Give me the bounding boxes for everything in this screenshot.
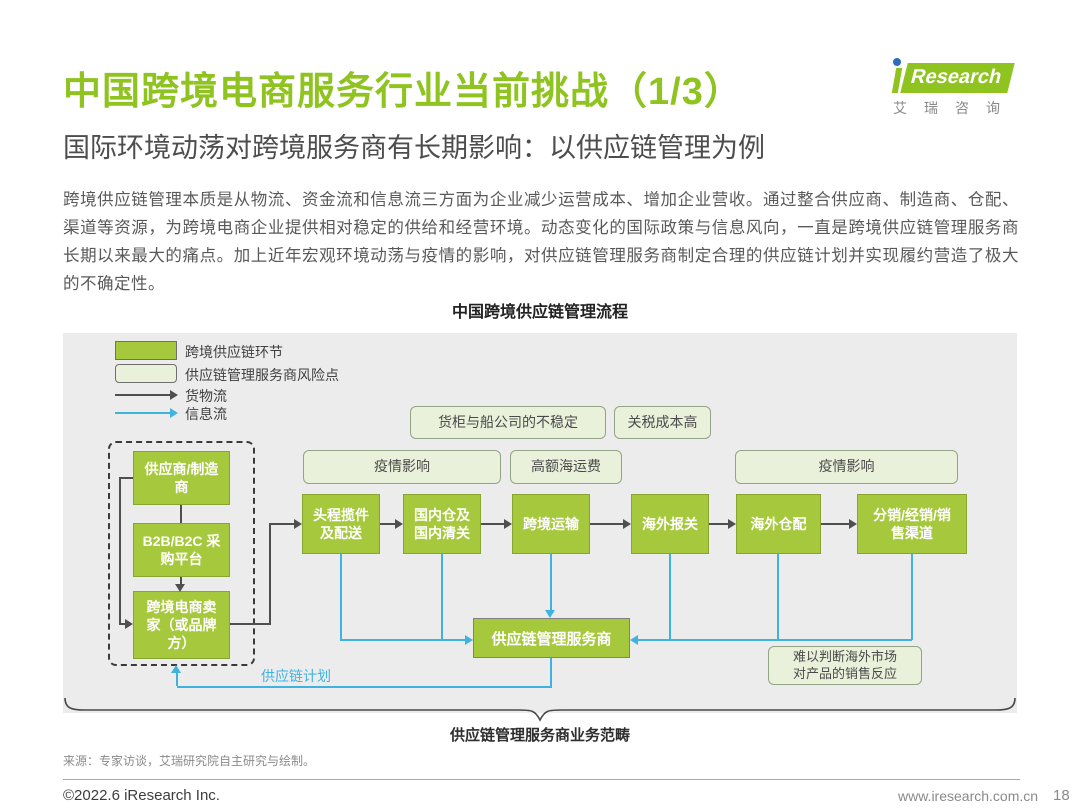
goods-flow-line bbox=[481, 523, 504, 525]
info-flow-line bbox=[638, 639, 912, 641]
goods-flow-line bbox=[119, 477, 121, 625]
info-flow-line bbox=[176, 672, 178, 686]
diagram-title: 中国跨境供应链管理流程 bbox=[451, 304, 628, 321]
page-title: 中国跨境电商服务行业当前挑战（1/3） bbox=[63, 71, 743, 113]
logo-i-dot-icon bbox=[893, 58, 901, 66]
seller-group-outline bbox=[108, 441, 255, 666]
info-flow-line bbox=[340, 554, 342, 640]
risk-overseas-market: 难以判断海外市场对产品的销售反应 bbox=[768, 646, 922, 685]
goods-flow-line bbox=[269, 523, 271, 625]
info-flow-line bbox=[777, 554, 779, 640]
info-flow-line bbox=[550, 658, 552, 688]
iresearch-logo: Research 艾瑞咨询 bbox=[891, 58, 1023, 118]
service-provider-box: 供应链管理服务商 bbox=[473, 618, 630, 658]
legend-label-chain: 跨境供应链环节 bbox=[185, 344, 283, 360]
flow-box-overseas-warehouse: 海外仓配 bbox=[736, 494, 821, 554]
legend-info-arrowhead-icon bbox=[170, 408, 178, 418]
page-number: 18 bbox=[1053, 787, 1070, 804]
info-flow-line bbox=[550, 554, 552, 611]
goods-flow-arrowhead-icon bbox=[125, 619, 133, 629]
legend-label-risk: 供应链管理服务商风险点 bbox=[185, 367, 339, 383]
goods-flow-arrowhead-icon bbox=[504, 519, 512, 529]
risk-pandemic-right: 疫情影响 bbox=[735, 450, 958, 484]
risk-pandemic-left: 疫情影响 bbox=[303, 450, 501, 484]
goods-flow-line bbox=[271, 523, 294, 525]
legend-goods-arrow-icon bbox=[115, 394, 170, 396]
goods-flow-line bbox=[590, 523, 623, 525]
legend-label-goods: 货物流 bbox=[185, 388, 227, 404]
info-flow-line bbox=[441, 554, 443, 640]
goods-flow-line bbox=[180, 577, 182, 584]
info-flow-line bbox=[177, 686, 551, 688]
legend-label-info: 信息流 bbox=[185, 406, 227, 422]
goods-flow-arrowhead-icon bbox=[175, 584, 185, 592]
flow-box-distribution: 分销/经销/销售渠道 bbox=[857, 494, 967, 554]
logo-caption: 艾瑞咨询 bbox=[893, 100, 1017, 116]
legend-swatch-risk bbox=[115, 364, 177, 383]
info-flow-arrowhead-icon bbox=[171, 665, 181, 673]
logo-i-icon bbox=[891, 58, 903, 93]
goods-flow-arrowhead-icon bbox=[728, 519, 736, 529]
page-subtitle: 国际环境动荡对跨境服务商有长期影响：以供应链管理为例 bbox=[63, 133, 765, 163]
legend-swatch-chain bbox=[115, 341, 177, 360]
goods-flow-line bbox=[230, 623, 271, 625]
risk-sea-freight: 高额海运费 bbox=[510, 450, 622, 484]
scope-brace-icon bbox=[64, 697, 1016, 722]
info-flow-line bbox=[669, 554, 671, 640]
logo-brand: Research bbox=[900, 63, 1015, 93]
info-flow-arrowhead-icon bbox=[545, 610, 555, 618]
info-flow-line bbox=[911, 554, 913, 640]
scope-label: 供应链管理服务商业务范畴 bbox=[449, 727, 630, 744]
flow-box-crossborder-transport: 跨境运输 bbox=[512, 494, 590, 554]
goods-flow-line bbox=[121, 623, 125, 625]
chain-box-platform: B2B/B2C 采购平台 bbox=[133, 523, 230, 577]
goods-flow-arrowhead-icon bbox=[849, 519, 857, 529]
info-flow-line bbox=[340, 639, 465, 641]
info-flow-arrowhead-icon bbox=[465, 635, 473, 645]
flow-box-domestic-warehouse: 国内仓及国内清关 bbox=[403, 494, 481, 554]
goods-flow-line bbox=[119, 477, 133, 479]
supply-plan-label: 供应链计划 bbox=[261, 668, 331, 684]
chain-box-supplier: 供应商/制造商 bbox=[133, 451, 230, 505]
footer-site-url: www.iresearch.com.cn bbox=[898, 788, 1039, 804]
intro-paragraph: 跨境供应链管理本质是从物流、资金流和信息流三方面为企业减少运营成本、增加企业营收… bbox=[63, 191, 1019, 293]
diagram-panel: 跨境供应链环节 供应链管理服务商风险点 货物流 信息流 货柜与船公司的不稳定 关… bbox=[63, 333, 1017, 713]
legend-goods-arrowhead-icon bbox=[170, 390, 178, 400]
goods-flow-line bbox=[709, 523, 728, 525]
goods-flow-arrowhead-icon bbox=[395, 519, 403, 529]
footer-divider bbox=[63, 779, 1020, 780]
goods-flow-line bbox=[180, 505, 182, 523]
footer-copyright: ©2022.6 iResearch Inc. bbox=[63, 787, 220, 804]
legend-info-arrow-icon bbox=[115, 412, 170, 414]
goods-flow-arrowhead-icon bbox=[294, 519, 302, 529]
chain-box-seller: 跨境电商卖家（或品牌方） bbox=[133, 591, 230, 659]
logo-mark: Research bbox=[891, 58, 1023, 93]
goods-flow-line bbox=[380, 523, 395, 525]
risk-tariff-cost: 关税成本高 bbox=[614, 406, 711, 439]
flow-box-overseas-customs: 海外报关 bbox=[631, 494, 709, 554]
source-note: 来源：专家访谈，艾瑞研究院自主研究与绘制。 bbox=[63, 754, 316, 768]
goods-flow-line bbox=[821, 523, 849, 525]
info-flow-arrowhead-icon bbox=[630, 635, 638, 645]
goods-flow-arrowhead-icon bbox=[623, 519, 631, 529]
risk-container-instability: 货柜与船公司的不稳定 bbox=[410, 406, 606, 439]
flow-box-first-mile: 头程揽件及配送 bbox=[302, 494, 380, 554]
